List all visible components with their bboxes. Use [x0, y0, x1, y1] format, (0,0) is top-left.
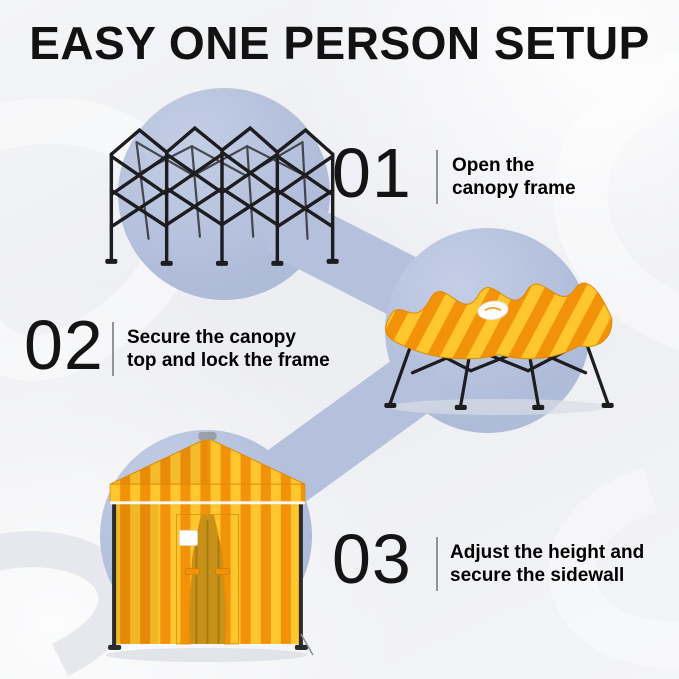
folded-canopy-frame-illustration: [96, 112, 348, 278]
step2-divider: [112, 322, 114, 376]
frame-with-canopy-top-illustration: [372, 252, 624, 418]
step3-divider: [436, 537, 438, 591]
step1-number: 01: [332, 134, 412, 212]
assembled-tent-illustration: [100, 430, 316, 663]
step1-line1: Open the: [452, 155, 535, 176]
step2-description: Secure the canopy top and lock the frame: [127, 326, 330, 372]
step1-description: Open the canopy frame: [452, 154, 576, 200]
step2-line2: top and lock the frame: [127, 350, 330, 371]
step3-line1: Adjust the height and: [450, 542, 645, 563]
step1-divider: [436, 150, 438, 204]
step3-description: Adjust the height and secure the sidewal…: [450, 541, 644, 587]
step3-line2: secure the sidewall: [450, 565, 625, 586]
step2-number: 02: [24, 306, 104, 384]
step3-number: 03: [332, 520, 412, 598]
page-title: EASY ONE PERSON SETUP: [29, 17, 650, 69]
step2-line1: Secure the canopy: [127, 327, 296, 348]
step1-line2: canopy frame: [452, 178, 576, 199]
